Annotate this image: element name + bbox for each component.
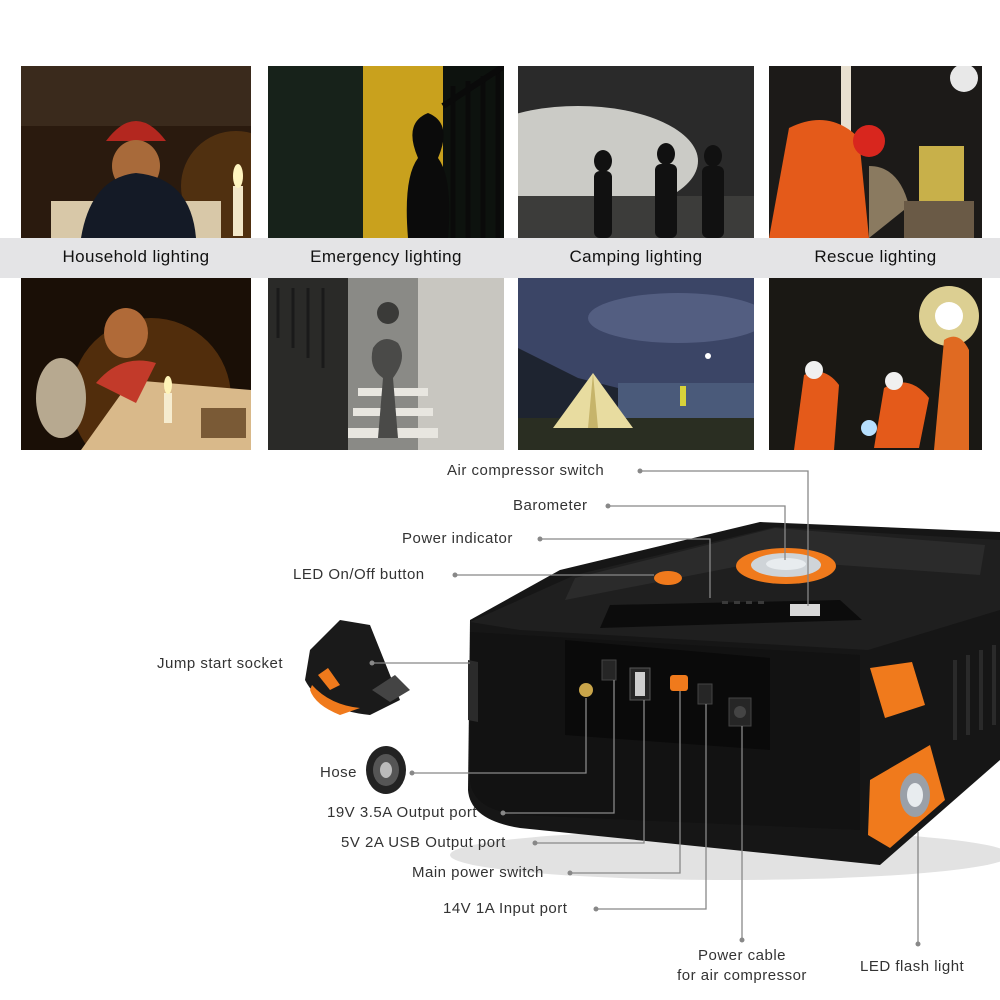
label-usb-output: 5V 2A USB Output port — [341, 834, 506, 851]
label-air-compressor-switch: Air compressor switch — [447, 462, 605, 479]
photo-camping-top — [518, 66, 754, 238]
device-illustration — [305, 468, 1000, 947]
label-led-button: LED On/Off button — [293, 566, 425, 583]
photo-emergency-top — [268, 66, 504, 238]
photo-rescue-top — [769, 66, 982, 238]
label-power-cable: Power cable for air compressor — [662, 946, 822, 986]
callout-lines — [372, 470, 919, 944]
rescue-top-image — [769, 66, 982, 238]
label-barometer: Barometer — [513, 497, 588, 514]
port-panel — [565, 640, 770, 750]
photo-emergency-bottom — [268, 278, 504, 450]
caption-band — [0, 238, 1000, 278]
camping-bottom-image — [518, 278, 754, 450]
main-power-switch — [670, 675, 688, 691]
label-main-power-switch: Main power switch — [412, 864, 544, 881]
photo-rescue-bottom — [769, 278, 982, 450]
power-indicator-leds — [722, 601, 764, 604]
hose-tire-icon — [366, 746, 406, 794]
rescue-bottom-image — [769, 278, 982, 450]
label-led-flash-light: LED flash light — [860, 958, 965, 975]
label-14v-input: 14V 1A Input port — [443, 900, 568, 917]
label-19v-output: 19V 3.5A Output port — [327, 804, 478, 821]
hose-port — [579, 683, 593, 697]
air-compressor-switch — [790, 604, 820, 616]
led-onoff-button — [654, 571, 682, 585]
emergency-bottom-image — [268, 278, 504, 450]
label-power-cable-line2: for air compressor — [677, 967, 807, 984]
label-hose: Hose — [320, 764, 358, 781]
photo-household-bottom — [21, 278, 251, 450]
caption-camping: Camping lighting — [569, 247, 703, 266]
caption-emergency: Emergency lighting — [310, 247, 462, 266]
callout-dots — [369, 468, 921, 947]
caption-household: Household lighting — [62, 247, 210, 266]
label-jump-start-socket: Jump start socket — [157, 655, 284, 672]
camping-top-image — [518, 66, 754, 238]
label-power-indicator: Power indicator — [402, 530, 513, 547]
caption-rescue: Rescue lighting — [814, 247, 937, 266]
photo-camping-bottom — [518, 278, 754, 450]
household-bottom-image — [21, 278, 251, 450]
label-power-cable-line1: Power cable — [697, 947, 787, 964]
emergency-top-image — [268, 66, 504, 238]
household-top-image — [21, 66, 251, 238]
photo-household-top — [21, 66, 251, 238]
jump-start-socket-inset — [305, 620, 410, 715]
